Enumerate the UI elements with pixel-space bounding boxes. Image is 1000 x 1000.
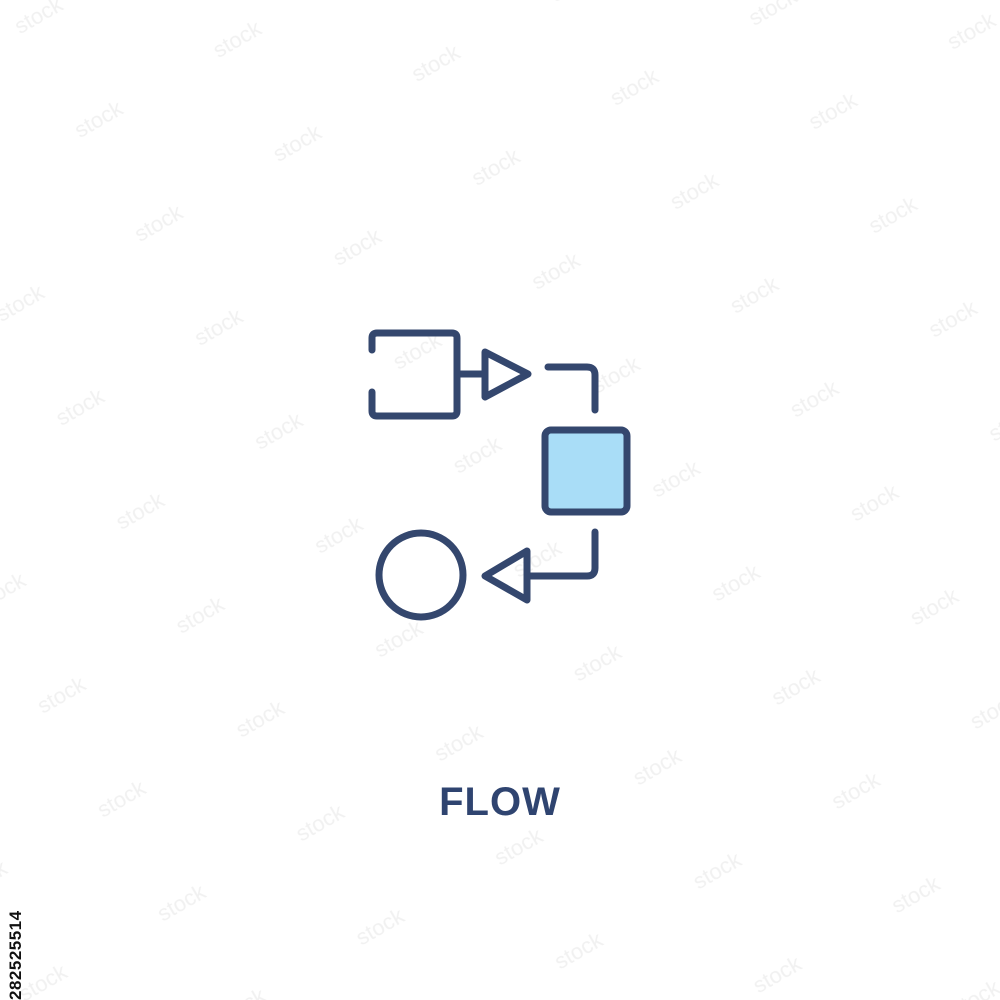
caption-title: FLOW [439,780,561,824]
stock-id-label: 282525514 [6,910,25,1000]
arrow-left-shape [481,547,531,604]
start-square-shape [368,329,461,420]
connector-elbow-top [544,363,599,414]
connector-elbow-bottom [526,528,599,580]
process-square-shape [541,426,631,516]
end-circle-shape [375,529,467,621]
arrow-right-shape [481,348,532,401]
